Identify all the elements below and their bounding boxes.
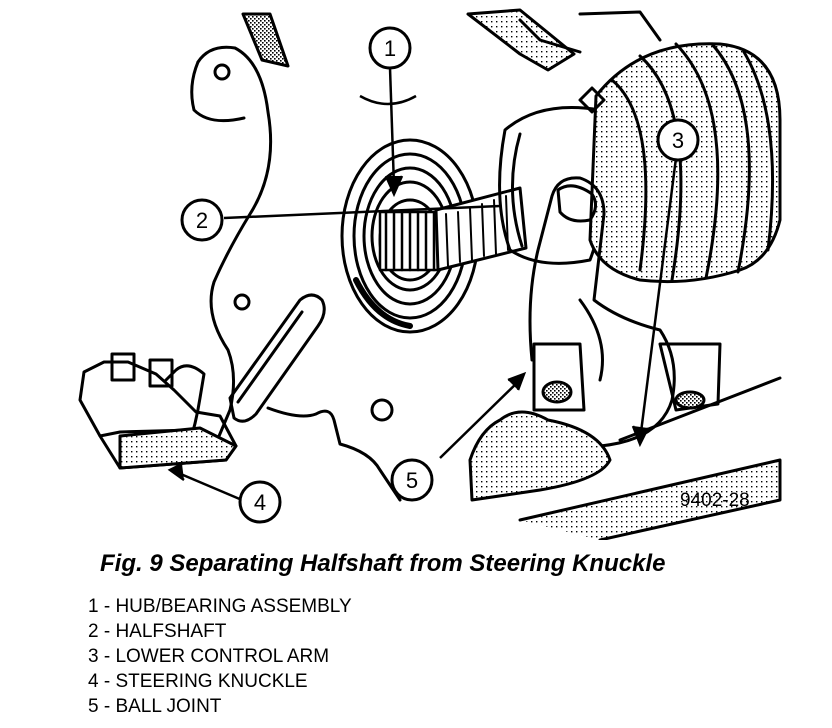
legend-item-halfshaft: 2 - HALFSHAFT — [88, 621, 227, 642]
callout-3-number: 3 — [672, 128, 684, 153]
callout-4-number: 4 — [254, 490, 266, 515]
callout-1-number: 1 — [384, 36, 396, 61]
callout-2: 2 — [180, 198, 224, 242]
cv-housing — [498, 106, 610, 265]
knuckle-bolt-hole — [213, 63, 231, 81]
legend-item-hub-bearing: 1 - HUB/BEARING ASSEMBLY — [88, 596, 352, 617]
lower-control-arm — [658, 342, 722, 412]
figure-id: 9402-28 — [680, 490, 750, 511]
figure-caption: Fig. 9 Separating Halfshaft from Steerin… — [100, 550, 666, 577]
legend-item-steering-knuckle: 4 - STEERING KNUCKLE — [88, 671, 308, 692]
callout-5-number: 5 — [406, 468, 418, 493]
callout-1: 1 — [368, 26, 412, 70]
callout-2-number: 2 — [196, 208, 208, 233]
callout-4: 4 — [238, 480, 282, 524]
technical-illustration: 1 2 3 4 5 9402-28 — [78, 8, 782, 540]
knuckle-hole-lower — [233, 293, 251, 311]
strut-bracket — [241, 12, 290, 68]
callout-5: 5 — [390, 458, 434, 502]
ball-joint — [532, 342, 586, 412]
legend-list: 1 - HUB/BEARING ASSEMBLY 2 - HALFSHAFT 3… — [88, 594, 352, 719]
cv-boot — [588, 42, 782, 284]
hand — [518, 176, 676, 452]
callout-3: 3 — [656, 118, 700, 162]
legend-item-ball-joint: 5 - BALL JOINT — [88, 696, 222, 717]
legend-item-lower-control-arm: 3 - LOWER CONTROL ARM — [88, 646, 330, 667]
knuckle-body — [164, 45, 273, 458]
knuckle-slot — [228, 293, 326, 423]
shaft-threads — [378, 210, 442, 272]
